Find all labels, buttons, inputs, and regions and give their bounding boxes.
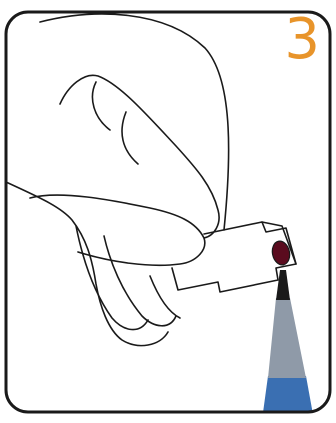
step-number: 3 — [284, 12, 320, 68]
